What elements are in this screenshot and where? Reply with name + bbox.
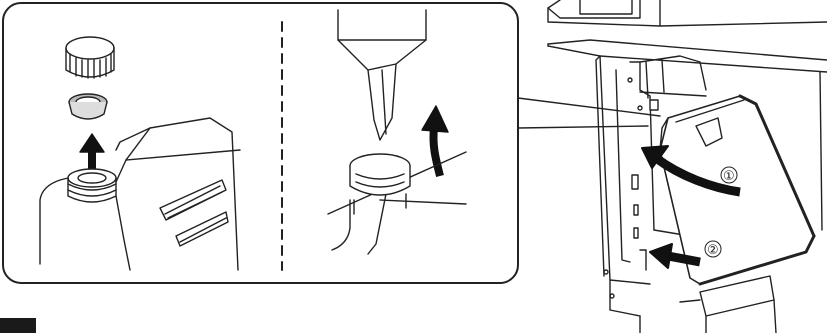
step-marker-2-label: ② — [707, 243, 719, 258]
insertion-arrow-icon — [649, 243, 701, 269]
tab-icon — [327, 151, 467, 255]
curved-arrow-icon — [641, 145, 741, 197]
callout-line-top — [517, 97, 661, 117]
cap-icon — [65, 36, 115, 79]
step-marker-2: ② — [704, 240, 722, 258]
machine-illustration — [547, 0, 827, 333]
detail-callout-box — [2, 2, 519, 284]
step-marker-1: ① — [720, 166, 738, 184]
step-marker-1-label: ① — [723, 169, 735, 184]
inner-seal-icon — [68, 93, 108, 120]
callout-line-bottom — [517, 125, 649, 129]
curved-up-arrow-icon — [421, 105, 449, 177]
nozzle-icon — [337, 9, 427, 141]
ink-bottle — [39, 117, 241, 271]
section-tab-marker — [0, 318, 36, 333]
